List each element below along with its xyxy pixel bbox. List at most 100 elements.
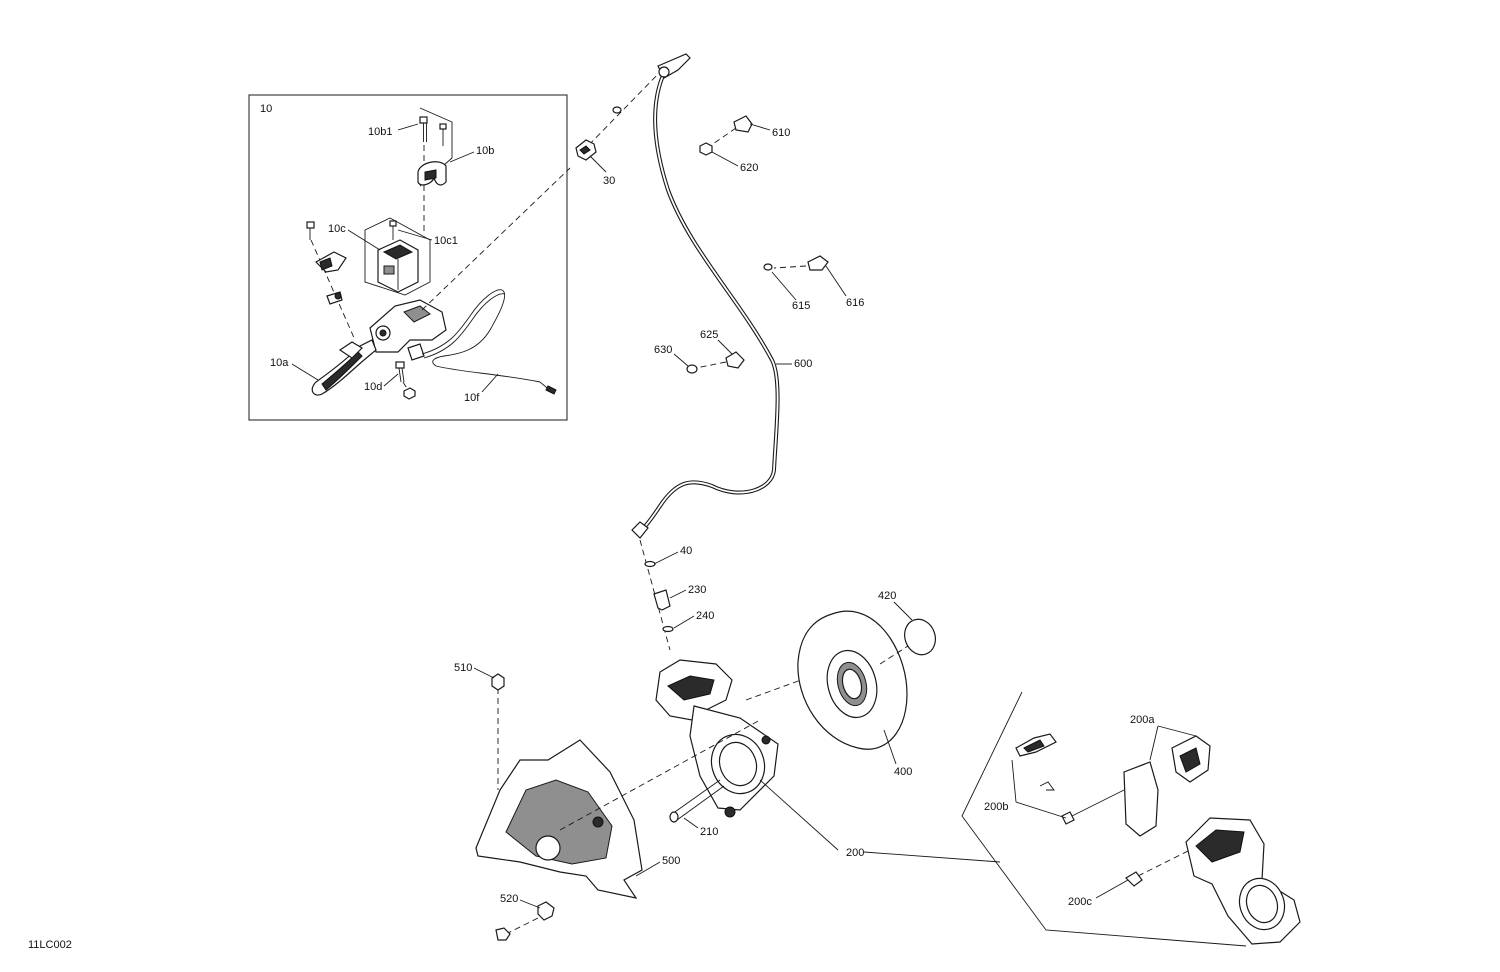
- clamp-616: [807, 255, 829, 271]
- callout-616: 616: [846, 297, 864, 309]
- switch-cable-10f: [421, 289, 553, 393]
- callout-420: 420: [878, 590, 896, 602]
- callout-40: 40: [680, 545, 692, 557]
- washer-240: [662, 625, 674, 633]
- disc-bore: [841, 668, 863, 700]
- callout-30: 30: [603, 175, 615, 187]
- callout-600: 600: [794, 358, 812, 370]
- diagram-id: 11LC002: [28, 939, 72, 951]
- assembly-axis-lever: [310, 239, 356, 341]
- assembly-axis-520: [505, 917, 539, 935]
- nut-520: [537, 901, 555, 921]
- brake-hose-assembly: [575, 53, 829, 651]
- clip-200b: [1039, 781, 1055, 791]
- callout-400: 400: [894, 766, 912, 778]
- callout-200: 200: [846, 847, 864, 859]
- callout-10d: 10d: [364, 381, 382, 393]
- bolt-10d: [395, 361, 405, 383]
- inset-box-master-cylinder: 10: [248, 94, 571, 421]
- brake-lever-10a-shade: [321, 351, 363, 391]
- disc-guard-500: [475, 739, 643, 899]
- lever-pivot-block: [338, 341, 363, 359]
- callout-10c1: 10c1: [434, 235, 458, 247]
- nut-10d: [403, 387, 416, 400]
- brake-pad-200a-1: [1123, 761, 1159, 837]
- callout-620: 620: [740, 162, 758, 174]
- brake-hose-600-inner: [639, 77, 779, 533]
- brake-pad-200a-2-shade: [1179, 747, 1201, 773]
- assembly-axis-oring: [879, 645, 909, 665]
- bolt-10b1: [419, 116, 428, 142]
- washer-upper: [612, 106, 622, 114]
- pin-210: [669, 779, 725, 823]
- assembly-axis-hose-top: [581, 69, 663, 153]
- screw-615: [763, 263, 773, 271]
- callout-630: 630: [654, 344, 672, 356]
- callout-200b: 200b: [984, 801, 1008, 813]
- inset-frame: [248, 94, 568, 421]
- reservoir-10c: [377, 239, 419, 293]
- hose-banjo-top: [658, 66, 670, 78]
- oring-420: [904, 618, 936, 656]
- clamp-10b-shade: [424, 169, 437, 181]
- callout-200c: 200c: [1068, 896, 1092, 908]
- callout-230: 230: [688, 584, 706, 596]
- bolt-510: [491, 673, 505, 691]
- master-cylinder-body: [369, 299, 447, 353]
- nut-620: [699, 142, 713, 156]
- assembly-axis-615: [773, 265, 807, 269]
- assembly-axis-630: [695, 361, 727, 369]
- callout-610: 610: [772, 127, 790, 139]
- pad-pin-head: [1061, 811, 1075, 825]
- callout-240: 240: [696, 610, 714, 622]
- caliper-200c-shade: [1195, 829, 1245, 863]
- screw-10c1: [389, 220, 397, 240]
- caliper-200c-bore-inner: [1245, 884, 1279, 924]
- banjo-bolt-230: [653, 589, 671, 611]
- bolt-10b1-second: [439, 123, 447, 146]
- pad-spring-200b-shade: [1023, 739, 1045, 753]
- nut-630: [686, 364, 698, 374]
- callout-200a: 200a: [1130, 714, 1155, 726]
- assembly-axis-200c: [1137, 849, 1191, 877]
- inset-box-label: 10: [260, 103, 272, 115]
- caliper-bracket-bore-inner: [718, 741, 758, 787]
- spring-coil: [334, 292, 342, 300]
- washer-40: [644, 560, 656, 568]
- caliper-200: [655, 659, 813, 818]
- hose-fitting-bottom: [631, 521, 649, 539]
- lever-adjuster-shade: [319, 257, 333, 271]
- caliper-mount-hole-2: [761, 735, 771, 745]
- hose-clamp-610: [733, 115, 753, 133]
- assembly-axis-guard: [559, 719, 761, 831]
- screw-520b: [495, 927, 511, 941]
- assembly-axis-610: [709, 127, 737, 147]
- callout-510: 510: [454, 662, 472, 674]
- callout-615: 615: [792, 300, 810, 312]
- caliper-kit-200: [961, 691, 1301, 947]
- kit-bracket: [961, 691, 1247, 947]
- assembly-axis-10d: [402, 381, 409, 391]
- callout-labels: 10b1 10b 10c 10c1 10a 10d 10f 30 610 620…: [270, 126, 1155, 908]
- callout-210: 210: [700, 826, 718, 838]
- switch-connector: [545, 385, 557, 395]
- assembly-axis-disc: [745, 675, 813, 701]
- callout-10a: 10a: [270, 357, 289, 369]
- guard-mount: [592, 816, 604, 828]
- banjo-bolt-30-shade: [579, 145, 591, 155]
- brake-disc-400: [797, 610, 908, 750]
- brake-switch: [407, 343, 425, 361]
- group-bracket-10c: [364, 217, 431, 296]
- caliper-mount-hole: [724, 806, 736, 818]
- callout-500: 500: [662, 855, 680, 867]
- callout-10c: 10c: [328, 223, 346, 235]
- callout-10f: 10f: [464, 392, 480, 404]
- switch-cable-10f-inner: [423, 293, 506, 359]
- callout-10b1: 10b1: [368, 126, 392, 138]
- callout-10b: 10b: [476, 145, 494, 157]
- callout-520: 520: [500, 893, 518, 905]
- guard-hole: [535, 835, 561, 861]
- clamp-625: [725, 351, 745, 369]
- callout-625: 625: [700, 329, 718, 341]
